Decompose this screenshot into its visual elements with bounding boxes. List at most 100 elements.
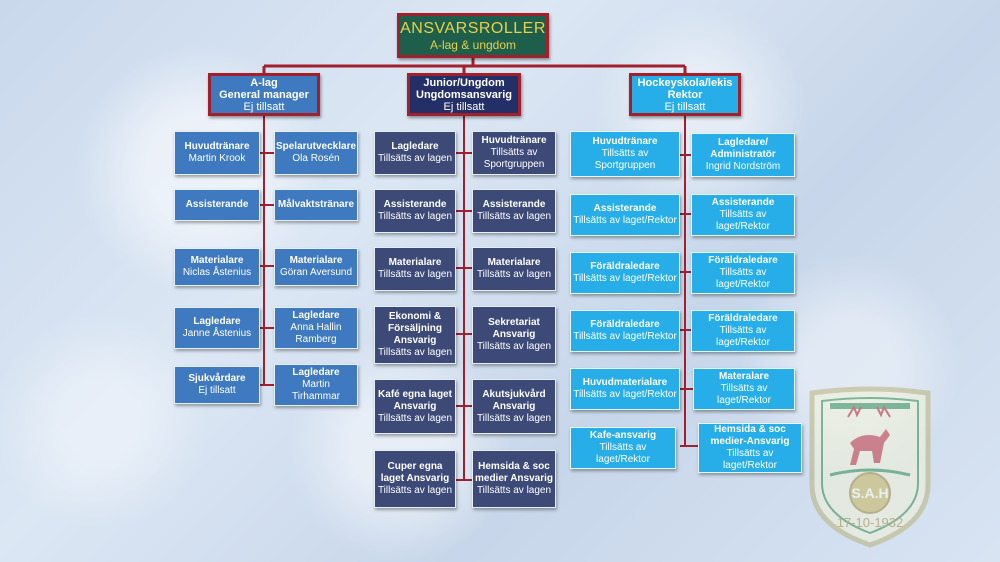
role-title: Lagledare <box>193 316 241 327</box>
role-title: Hemsida & soc medier-Ansvarig <box>710 424 790 447</box>
role-title: Målvaktstränare <box>277 199 355 210</box>
title: ANSVARSROLLER <box>400 19 546 37</box>
role-title: Huvudtränare <box>592 136 658 147</box>
role-title: Materialare <box>487 257 541 268</box>
role-title: Lagledare <box>391 141 439 152</box>
head-junior-l1: Junior/Ungdom <box>423 76 505 89</box>
role-sub: Tillsätts av lagen <box>476 211 552 222</box>
role-title: Ekonomi & Försäljning Ansvarig <box>388 311 442 346</box>
role-title: Materialare <box>190 255 244 266</box>
role-sub: Tillsätts av lagen <box>476 269 552 280</box>
head-junior: Junior/Ungdom Ungdomsansvarig Ej tillsat… <box>407 73 521 116</box>
role-title: Föräldraledare <box>708 255 778 266</box>
head-alag-l2: General manager <box>219 88 309 101</box>
role-title: Materialare <box>289 255 343 266</box>
title-box: ANSVARSROLLER A-lag & ungdom <box>397 13 549 58</box>
head-hockeyskola-l2: Rektor <box>667 88 703 101</box>
role-title: Assisterande <box>711 197 775 208</box>
role-title: Spelarutvecklare <box>275 141 357 152</box>
head-hockeyskola-l1: Hockeyskola/lekis <box>637 76 733 89</box>
role-sub: Tillsätts av laget/Rektor <box>573 331 677 342</box>
role-sub: Tillsätts av laget/Rektor <box>573 273 677 284</box>
role-title: Lagledare/ Administratör <box>710 137 776 160</box>
role-sub: Tillsätts av lagen <box>476 341 552 352</box>
head-alag-l1: A-lag <box>250 76 278 89</box>
role-title: Akutsjukvård Ansvarig <box>482 388 546 412</box>
role-title: Assisterande <box>383 199 447 210</box>
role-sub: Tillsätts av laget/Rektor <box>717 383 771 406</box>
role-sub: Tillsätts av lagen <box>377 153 453 164</box>
role-sub: Tillsätts av laget/Rektor <box>573 389 677 400</box>
role-title: Huvudtränare <box>481 135 547 146</box>
role-title: Assisterande <box>482 199 546 210</box>
role-sub: Tillsätts av laget/Rektor <box>716 209 770 232</box>
role-sub: Janne Åstenius <box>182 328 252 339</box>
role-sub: Martin Krook <box>188 153 246 164</box>
role-title: Sekretariat Ansvarig <box>488 317 540 340</box>
head-hockeyskola: Hockeyskola/lekis Rektor Ej tillsatt <box>629 73 741 116</box>
role-title: Lagledare <box>292 367 340 378</box>
subtitle: A-lag & ungdom <box>429 37 517 52</box>
role-title: Kafé egna laget Ansvarig <box>378 388 452 412</box>
role-title: Huvudmaterialare <box>582 377 668 388</box>
role-title: Hemsida & soc medier Ansvarig <box>475 461 553 484</box>
role-sub: Tillsätts av lagen <box>476 412 552 424</box>
role-sub: Tillsätts av laget/Rektor <box>716 267 770 290</box>
head-alag: A-lag General manager Ej tillsatt <box>208 73 320 116</box>
role-sub: Ola Rosén <box>292 153 340 164</box>
role-sub: Martin Tirhammar <box>292 379 340 402</box>
head-alag-l3: Ej tillsatt <box>243 100 285 113</box>
role-sub: Tillsätts av laget/Rektor <box>596 442 650 465</box>
head-junior-l2: Ungdomsansvarig <box>416 88 512 101</box>
logo-letters: S.A.H <box>851 485 888 501</box>
role-title: Materalare <box>718 371 770 382</box>
role-sub: Tillsätts av lagen <box>377 211 453 222</box>
role-sub: Tillsätts av lagen <box>377 269 453 280</box>
club-crest-logo: S.A.H 17-10-1932 <box>809 386 931 548</box>
role-title: Föräldraledare <box>590 319 660 330</box>
role-title: Föräldraledare <box>708 313 778 324</box>
head-junior-l3: Ej tillsatt <box>443 100 485 113</box>
alag-role-box: Assisterande <box>174 189 260 221</box>
role-title: Cuper egna laget Ansvarig <box>380 461 450 484</box>
role-sub: Tillsätts av laget/Rektor <box>573 215 677 226</box>
role-sub: Ingrid Nordström <box>705 161 781 172</box>
role-sub: Anna Hallin Ramberg <box>290 322 342 345</box>
role-sub: Tillsätts av Sportgruppen <box>594 148 656 171</box>
logo-date: 17-10-1932 <box>837 515 904 530</box>
role-sub: Tillsätts av lagen <box>377 347 453 358</box>
role-sub: Tillsätts av Sportgruppen <box>483 147 545 170</box>
role-title: Assisterande <box>185 199 249 210</box>
role-sub: Ej tillsatt <box>198 385 236 396</box>
role-sub: Niclas Åstenius <box>182 267 252 278</box>
role-title: Huvudtränare <box>184 141 250 152</box>
